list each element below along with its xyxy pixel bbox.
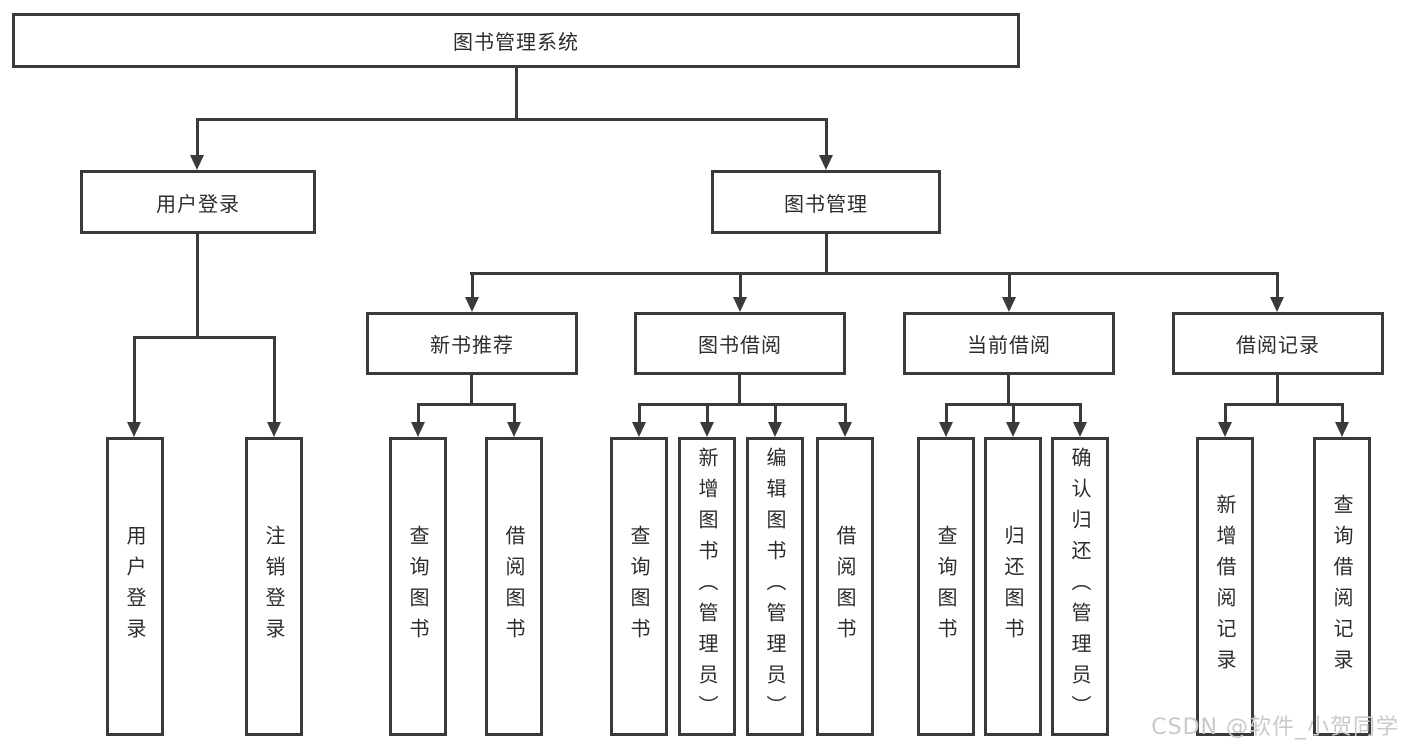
tree-connector-arrow-stem (513, 403, 516, 424)
arrow-down-icon (1218, 422, 1232, 437)
tree-connector-vertical (515, 68, 518, 119)
leaf-add-borrow-record: 新增借阅记录 (1196, 437, 1254, 736)
node-user-login-label: 用户登录 (156, 191, 240, 216)
tree-connector-vertical (738, 375, 741, 406)
leaf-borrowing-query-books: 查询图书 (610, 437, 668, 736)
arrow-down-icon (700, 422, 714, 437)
node-book-borrowing-label: 图书借阅 (698, 333, 782, 357)
tree-connector-arrow-stem (471, 272, 474, 299)
arrow-down-icon (768, 422, 782, 437)
leaf-edit-books-admin-label: 编辑图书（管理员） (763, 447, 787, 726)
tree-connector-horizontal (133, 336, 276, 339)
arrow-down-icon (733, 297, 747, 312)
leaf-borrowing-query-books-label: 查询图书 (627, 524, 651, 649)
arrow-down-icon (1270, 297, 1284, 312)
tree-connector-arrow-stem (774, 403, 777, 424)
tree-connector-arrow-stem (1276, 272, 1279, 299)
leaf-query-borrow-record-label: 查询借阅记录 (1330, 493, 1354, 680)
arrow-down-icon (190, 155, 204, 170)
node-book-management: 图书管理 (711, 170, 941, 234)
tree-connector-arrow-stem (706, 403, 709, 424)
tree-connector-horizontal (1224, 403, 1344, 406)
leaf-add-books-admin: 新增图书（管理员） (678, 437, 736, 736)
arrow-down-icon (465, 297, 479, 312)
arrow-down-icon (819, 155, 833, 170)
leaf-recommend-query-books-label: 查询图书 (406, 524, 430, 649)
node-new-book-recommend: 新书推荐 (366, 312, 578, 375)
leaf-recommend-borrow-books: 借阅图书 (485, 437, 543, 736)
arrow-down-icon (267, 422, 281, 437)
node-current-borrowing: 当前借阅 (903, 312, 1115, 375)
leaf-confirm-return-admin: 确认归还（管理员） (1051, 437, 1109, 736)
tree-connector-vertical (470, 375, 473, 406)
tree-connector-horizontal (196, 118, 828, 121)
leaf-return-books-label: 归还图书 (1001, 524, 1025, 649)
node-root-label: 图书管理系统 (453, 30, 579, 54)
leaf-logout-label: 注销登录 (262, 524, 286, 649)
tree-connector-arrow-stem (1341, 403, 1344, 424)
node-borrow-records: 借阅记录 (1172, 312, 1384, 375)
node-root: 图书管理系统 (12, 13, 1020, 68)
leaf-query-borrow-record: 查询借阅记录 (1313, 437, 1371, 736)
node-borrow-records-label: 借阅记录 (1236, 333, 1320, 357)
arrow-down-icon (1006, 422, 1020, 437)
tree-connector-vertical (1007, 375, 1010, 406)
tree-connector-arrow-stem (638, 403, 641, 424)
leaf-borrowing-borrow-books: 借阅图书 (816, 437, 874, 736)
tree-connector-arrow-stem (1008, 272, 1011, 299)
arrow-down-icon (1073, 422, 1087, 437)
leaf-logout: 注销登录 (245, 437, 303, 736)
arrow-down-icon (411, 422, 425, 437)
arrow-down-icon (1002, 297, 1016, 312)
leaf-user-login-label: 用户登录 (123, 524, 147, 649)
tree-connector-horizontal (470, 272, 1279, 275)
tree-connector-arrow-stem (417, 403, 420, 424)
arrow-down-icon (1335, 422, 1349, 437)
tree-connector-arrow-stem (196, 118, 199, 157)
tree-connector-arrow-stem (945, 403, 948, 424)
leaf-confirm-return-admin-label: 确认归还（管理员） (1068, 447, 1092, 726)
arrow-down-icon (507, 422, 521, 437)
tree-connector-arrow-stem (739, 272, 742, 299)
tree-connector-vertical (825, 234, 828, 275)
tree-connector-vertical (196, 234, 199, 339)
tree-connector-arrow-stem (1224, 403, 1227, 424)
leaf-current-query-books: 查询图书 (917, 437, 975, 736)
leaf-borrowing-borrow-books-label: 借阅图书 (833, 524, 857, 649)
node-current-borrowing-label: 当前借阅 (967, 333, 1051, 357)
watermark: CSDN @软件_小贺同学 (1151, 715, 1399, 740)
tree-connector-vertical (1276, 375, 1279, 406)
leaf-return-books: 归还图书 (984, 437, 1042, 736)
tree-connector-arrow-stem (273, 336, 276, 424)
arrow-down-icon (939, 422, 953, 437)
arrow-down-icon (632, 422, 646, 437)
node-user-login: 用户登录 (80, 170, 316, 234)
leaf-user-login: 用户登录 (106, 437, 164, 736)
leaf-add-books-admin-label: 新增图书（管理员） (695, 447, 719, 726)
tree-connector-arrow-stem (133, 336, 136, 424)
leaf-recommend-query-books: 查询图书 (389, 437, 447, 736)
leaf-current-query-books-label: 查询图书 (934, 524, 958, 649)
leaf-add-borrow-record-label: 新增借阅记录 (1213, 493, 1237, 680)
leaf-edit-books-admin: 编辑图书（管理员） (746, 437, 804, 736)
tree-connector-arrow-stem (1012, 403, 1015, 424)
leaf-recommend-borrow-books-label: 借阅图书 (502, 524, 526, 649)
node-book-borrowing: 图书借阅 (634, 312, 846, 375)
tree-connector-arrow-stem (825, 118, 828, 157)
arrow-down-icon (127, 422, 141, 437)
arrow-down-icon (838, 422, 852, 437)
node-new-book-recommend-label: 新书推荐 (430, 333, 514, 357)
tree-connector-arrow-stem (844, 403, 847, 424)
tree-connector-arrow-stem (1079, 403, 1082, 424)
node-book-management-label: 图书管理 (784, 191, 868, 216)
tree-connector-horizontal (638, 403, 847, 406)
tree-connector-horizontal (417, 403, 516, 406)
